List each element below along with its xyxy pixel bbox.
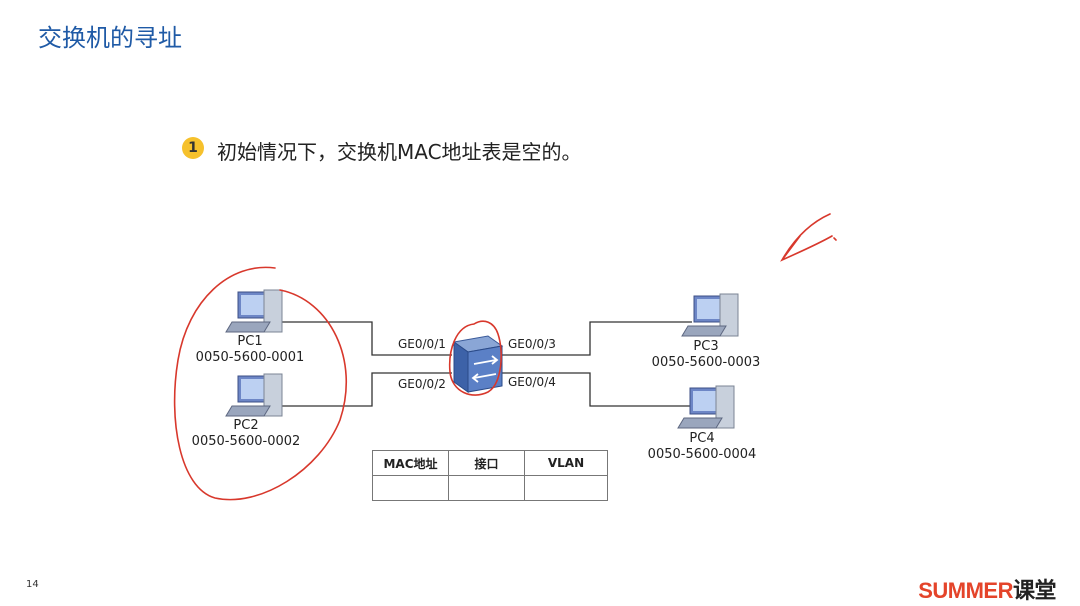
link-pc2-ge2: [282, 372, 452, 407]
pc2-name: PC2: [233, 418, 259, 433]
pc3-icon: [681, 293, 739, 337]
logo-brand: SUMMER: [918, 578, 1013, 603]
pc4-label: PC4 0050-5600-0004: [632, 431, 772, 463]
pc2-label: PC2 0050-5600-0002: [176, 418, 316, 450]
interface-column-header: 接口: [448, 450, 525, 476]
pc3-name: PC3: [693, 339, 719, 354]
pc3-label: PC3 0050-5600-0003: [636, 339, 776, 371]
pc2-icon: [225, 373, 283, 417]
pc3-mac: 0050-5600-0003: [651, 355, 761, 370]
pc4-icon: [677, 385, 735, 429]
annotation-dot: [833, 237, 837, 241]
annotation-circle-switch: [448, 320, 502, 396]
mac-column-header: MAC地址: [372, 450, 449, 476]
annotation-arrow: [780, 213, 833, 262]
table-cell: [448, 475, 525, 501]
pc1-label: PC1 0050-5600-0001: [180, 334, 320, 366]
link-pc4-ge4: [500, 372, 692, 407]
step-number-badge: 1: [182, 137, 204, 159]
logo-suffix: 课堂: [1012, 579, 1057, 604]
pc1-icon: [225, 289, 283, 333]
link-pc3-ge3: [500, 321, 692, 356]
table-row-empty: [372, 475, 608, 501]
annotation-strokes: [173, 213, 837, 501]
pc4-name: PC4: [689, 431, 715, 446]
table-cell: [524, 475, 608, 501]
port-ge2-label: GE0/0/2: [398, 377, 446, 391]
vlan-column-header: VLAN: [524, 450, 608, 476]
pc1-mac: 0050-5600-0001: [195, 350, 305, 365]
mac-address-table: MAC地址 接口 VLAN: [372, 450, 608, 501]
pc2-mac: 0050-5600-0002: [191, 434, 301, 449]
slide-title: 交换机的寻址: [38, 24, 182, 52]
pc1-name: PC1: [237, 334, 263, 349]
port-ge3-label: GE0/0/3: [508, 337, 556, 351]
step-text: 初始情况下，交换机MAC地址表是空的。: [217, 140, 582, 164]
port-ge4-label: GE0/0/4: [508, 375, 556, 389]
pc4-mac: 0050-5600-0004: [647, 447, 757, 462]
table-cell: [372, 475, 449, 501]
switch-icon: [452, 335, 504, 393]
annotation-circle-pcs: [173, 266, 348, 501]
summer-logo: SUMMER课堂: [918, 573, 1056, 605]
link-lines: [282, 321, 692, 407]
page-number: 14: [26, 579, 39, 590]
port-ge1-label: GE0/0/1: [398, 337, 446, 351]
